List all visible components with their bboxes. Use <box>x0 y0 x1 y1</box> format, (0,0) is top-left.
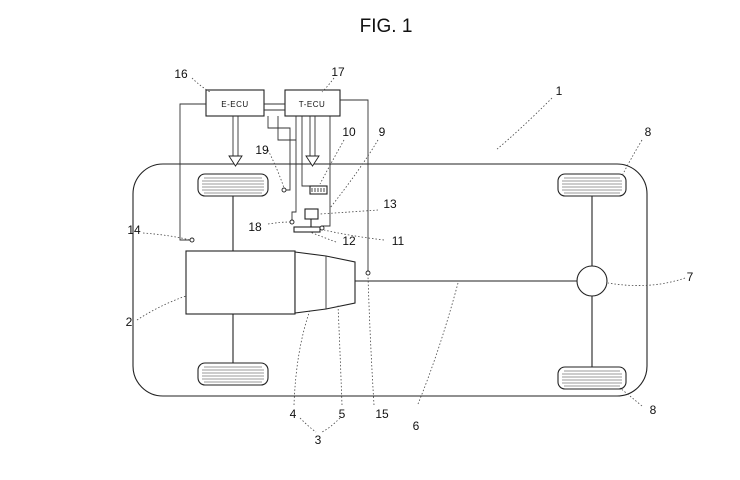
shift-indicator <box>309 185 328 195</box>
ref-16: 16 <box>174 67 188 81</box>
ref-1: 1 <box>556 84 563 98</box>
sensor-19 <box>281 187 287 193</box>
ecu-signal-wires <box>179 99 369 272</box>
t-ecu-label: T-ECU <box>299 100 326 109</box>
ref-17: 17 <box>331 65 345 79</box>
ref-19: 19 <box>255 143 269 157</box>
ref-6: 6 <box>413 419 420 433</box>
figure-title: FIG. 1 <box>360 16 413 37</box>
ref-18: 18 <box>248 220 262 234</box>
front-right-tire <box>197 362 269 386</box>
shift-knob <box>304 208 319 220</box>
sensor-11 <box>319 225 325 231</box>
ref-12: 12 <box>342 234 356 248</box>
t-ecu-box <box>284 89 341 117</box>
differential <box>576 265 608 297</box>
ref-3: 3 <box>315 433 322 447</box>
ref-8-top: 8 <box>645 125 652 139</box>
rear-left-tire <box>557 173 627 197</box>
ref-5: 5 <box>339 407 346 421</box>
sensor-18 <box>289 219 295 225</box>
e-ecu-arrow <box>228 116 243 167</box>
e-ecu-label: E-ECU <box>221 100 248 109</box>
leader-lines <box>136 77 686 433</box>
transmission <box>294 251 356 314</box>
front-left-tire <box>197 173 269 197</box>
ref-11: 11 <box>392 234 405 248</box>
t-ecu-arrow <box>305 116 320 167</box>
rear-right-tire <box>557 366 627 390</box>
engine <box>185 250 296 315</box>
ref-8-bottom: 8 <box>650 403 657 417</box>
sensor-15 <box>365 270 371 276</box>
ref-15: 15 <box>375 407 389 421</box>
sensor-14 <box>189 237 195 243</box>
e-ecu-box <box>205 89 265 117</box>
ref-14: 14 <box>127 223 141 237</box>
ref-10: 10 <box>342 125 356 139</box>
ref-9: 9 <box>379 125 386 139</box>
vehicle-body-outline <box>132 163 648 397</box>
ref-13: 13 <box>383 197 397 211</box>
ref-7: 7 <box>687 270 694 284</box>
ref-4: 4 <box>290 407 297 421</box>
ref-2: 2 <box>126 315 133 329</box>
shift-gate <box>293 226 321 233</box>
